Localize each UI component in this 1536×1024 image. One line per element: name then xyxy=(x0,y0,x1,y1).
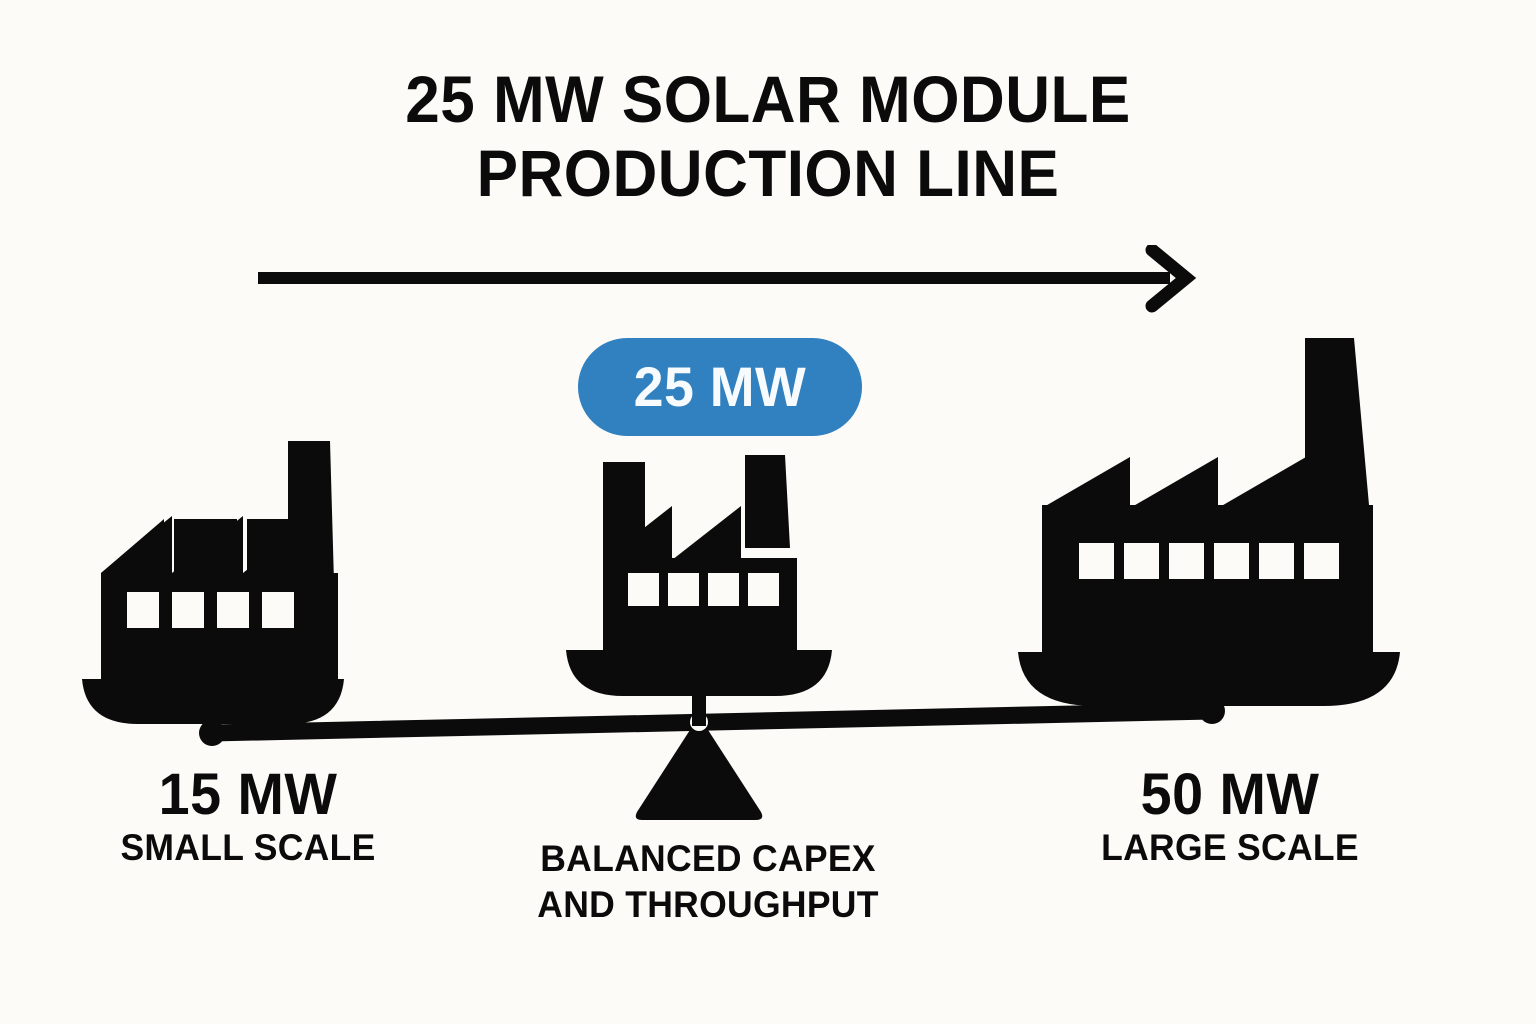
factory-window xyxy=(172,592,204,628)
factory-window xyxy=(1079,543,1114,579)
factory-icon-large xyxy=(1042,338,1373,652)
factory-window xyxy=(1214,543,1249,579)
label-small-caption: SMALL SCALE xyxy=(120,827,376,868)
factory-window xyxy=(748,573,779,606)
factory-window xyxy=(708,573,739,606)
factory-window xyxy=(127,592,159,628)
factory-window xyxy=(1304,543,1339,579)
capacity-badge-label: 25 MW xyxy=(633,355,807,418)
factory-window xyxy=(1124,543,1159,579)
capacity-badge[interactable]: 25 MW xyxy=(578,338,862,436)
factory-icon-medium xyxy=(603,455,797,650)
label-large-value: 50 MW xyxy=(1140,762,1320,827)
right-arrow-icon xyxy=(258,245,1197,313)
factory-window xyxy=(1169,543,1204,579)
scale-pan-center xyxy=(566,650,832,696)
page-title: 25 MW SOLAR MODULE PRODUCTION LINE xyxy=(0,62,1536,210)
factory-window xyxy=(668,573,699,606)
option-small[interactable] xyxy=(82,441,344,736)
label-large-scale: 50 MW LARGE SCALE xyxy=(1010,764,1450,870)
factory-icon-small xyxy=(101,441,338,679)
factory-window xyxy=(262,592,294,628)
label-balanced-caption-1: BALANCED CAPEX xyxy=(540,838,876,879)
factory-window xyxy=(217,592,249,628)
label-small-scale: 15 MW SMALL SCALE xyxy=(38,764,458,870)
title-line-2: PRODUCTION LINE xyxy=(476,136,1060,210)
factory-window xyxy=(1259,543,1294,579)
option-large[interactable] xyxy=(1018,338,1400,716)
scale-pan-left xyxy=(82,679,344,724)
label-balanced-caption-2: AND THROUGHPUT xyxy=(537,884,879,925)
scale-pan-right xyxy=(1018,652,1400,706)
title-line-1: 25 MW SOLAR MODULE xyxy=(405,62,1131,136)
factory-window xyxy=(628,573,659,606)
label-small-value: 15 MW xyxy=(158,762,338,827)
label-balanced: BALANCED CAPEX AND THROUGHPUT xyxy=(478,836,938,928)
label-large-caption: LARGE SCALE xyxy=(1101,827,1359,868)
option-balanced[interactable] xyxy=(566,455,832,726)
